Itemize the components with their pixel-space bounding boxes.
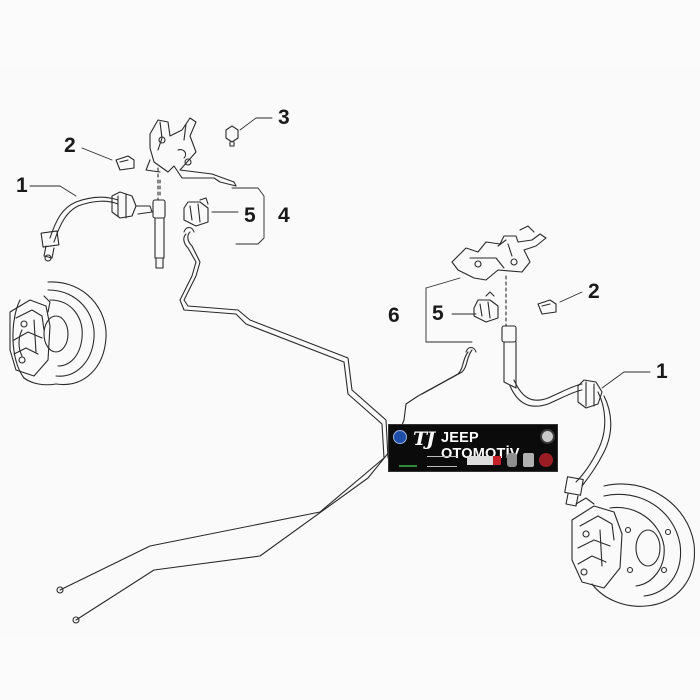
partner-logo-icon [399,456,417,467]
callout-right-1: 1 [656,360,668,383]
callout-left-2: 2 [64,134,76,157]
left-brake-disc [12,281,107,386]
callout-right-2: 2 [588,280,600,303]
partner-logo-icon [507,453,517,467]
partner-logo-icon [539,453,553,467]
partner-logos [393,453,555,469]
partner-logo-icon [493,456,501,465]
right-brake-disc [591,483,695,607]
callout-left-1: 1 [16,174,28,197]
right-pipe-fitting [501,275,517,389]
right-sensor [473,291,499,323]
callout-numbers: 1 2 3 4 5 6 5 2 1 [16,106,668,383]
left-brake-caliper [9,295,51,377]
callout-right-5: 5 [432,302,444,325]
left-pipe-fitting [152,167,166,269]
partner-logo-icon [467,456,493,465]
brand-badge-icon [393,430,407,444]
partner-logo-icon [427,456,457,467]
brand-monogram: TJ [413,428,435,450]
right-bracket [451,225,547,281]
left-brake-hose [40,191,153,262]
top-bracket [145,117,237,187]
callout-top-4: 4 [278,204,290,227]
watermark-banner: TJ JEEP OTOMOTİV [388,424,558,472]
right-clip [537,299,557,315]
right-brake-hose [509,379,612,507]
diagram-frame [0,70,700,635]
callout-right-6: 6 [388,304,400,327]
top-sensor [183,197,209,227]
left-clip [115,155,135,171]
leader-lines [29,117,651,389]
top-bolt [225,125,239,147]
partner-logo-icon [523,453,534,467]
rigid-brake-lines [56,226,477,624]
right-brake-caliper [571,497,623,589]
emblem-icon [540,429,555,444]
callout-top-5: 5 [244,204,256,227]
callout-top-3: 3 [278,106,290,129]
